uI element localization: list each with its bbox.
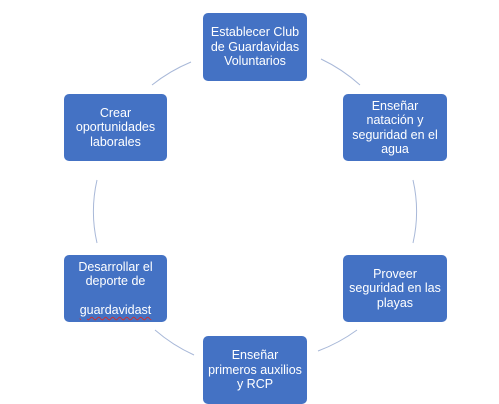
- node-label: Enseñar natación y seguridad en el agua: [352, 98, 438, 157]
- node-proveer-seguridad: Proveer seguridad en las playas: [343, 255, 447, 322]
- connector-2-3: [412, 179, 417, 244]
- connector-4-5: [154, 329, 195, 356]
- node-label: Crear oportunidades laborales: [75, 105, 156, 149]
- connector-5-6: [93, 179, 98, 244]
- node-ensenar-natacion: Enseñar natación y seguridad en el agua: [343, 94, 447, 161]
- node-crear-oportunidades: Crear oportunidades laborales: [64, 94, 167, 161]
- node-establecer-club: Establecer Club de Guardavidas Voluntari…: [203, 13, 307, 81]
- node-label-misspelled-word: guardavidast: [79, 303, 152, 317]
- node-label: Establecer Club de Guardavidas Voluntari…: [210, 25, 300, 69]
- node-desarrollar-deporte: Desarrollar el deporte de guardavidast: [64, 255, 167, 322]
- connector-3-4: [317, 329, 358, 352]
- node-label: Proveer seguridad en las playas: [349, 266, 441, 310]
- node-primeros-auxilios: Enseñar primeros auxilios y RCP: [203, 336, 307, 404]
- connector-1-2: [320, 58, 361, 86]
- node-label: Desarrollar el deporte de guardavidast: [78, 245, 152, 332]
- node-label-line1: Desarrollar el deporte de: [78, 259, 153, 289]
- connector-6-1: [151, 61, 192, 86]
- node-label: Enseñar primeros auxilios y RCP: [208, 348, 302, 392]
